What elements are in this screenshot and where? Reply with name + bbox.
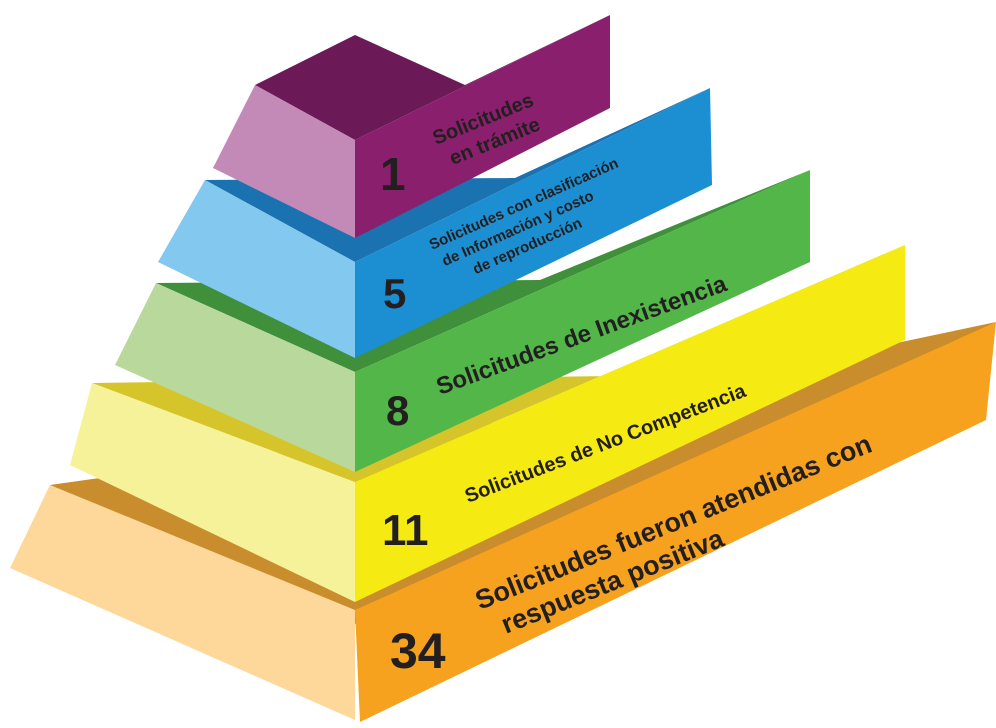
tier-3-side [115, 283, 355, 472]
tier-4-front [355, 245, 905, 602]
tier-3-number: 8 [386, 387, 409, 434]
tier-2-number: 5 [383, 270, 406, 317]
tier-4-number: 11 [382, 506, 429, 555]
tier-3-front [355, 170, 810, 472]
tier-5-side [10, 485, 355, 720]
tier-2-front [355, 88, 712, 358]
tier-1-number: 1 [380, 148, 406, 200]
tier-4-side [70, 383, 355, 602]
tier-1: 1 Solicitudes en trámite [213, 15, 610, 238]
tier-2-side [158, 180, 355, 358]
tier-5-front [355, 322, 996, 722]
tier-5-number: 34 [390, 623, 446, 679]
tier-1-top [255, 15, 610, 140]
tier-1-side [213, 85, 355, 238]
tier-1-front [355, 15, 610, 238]
